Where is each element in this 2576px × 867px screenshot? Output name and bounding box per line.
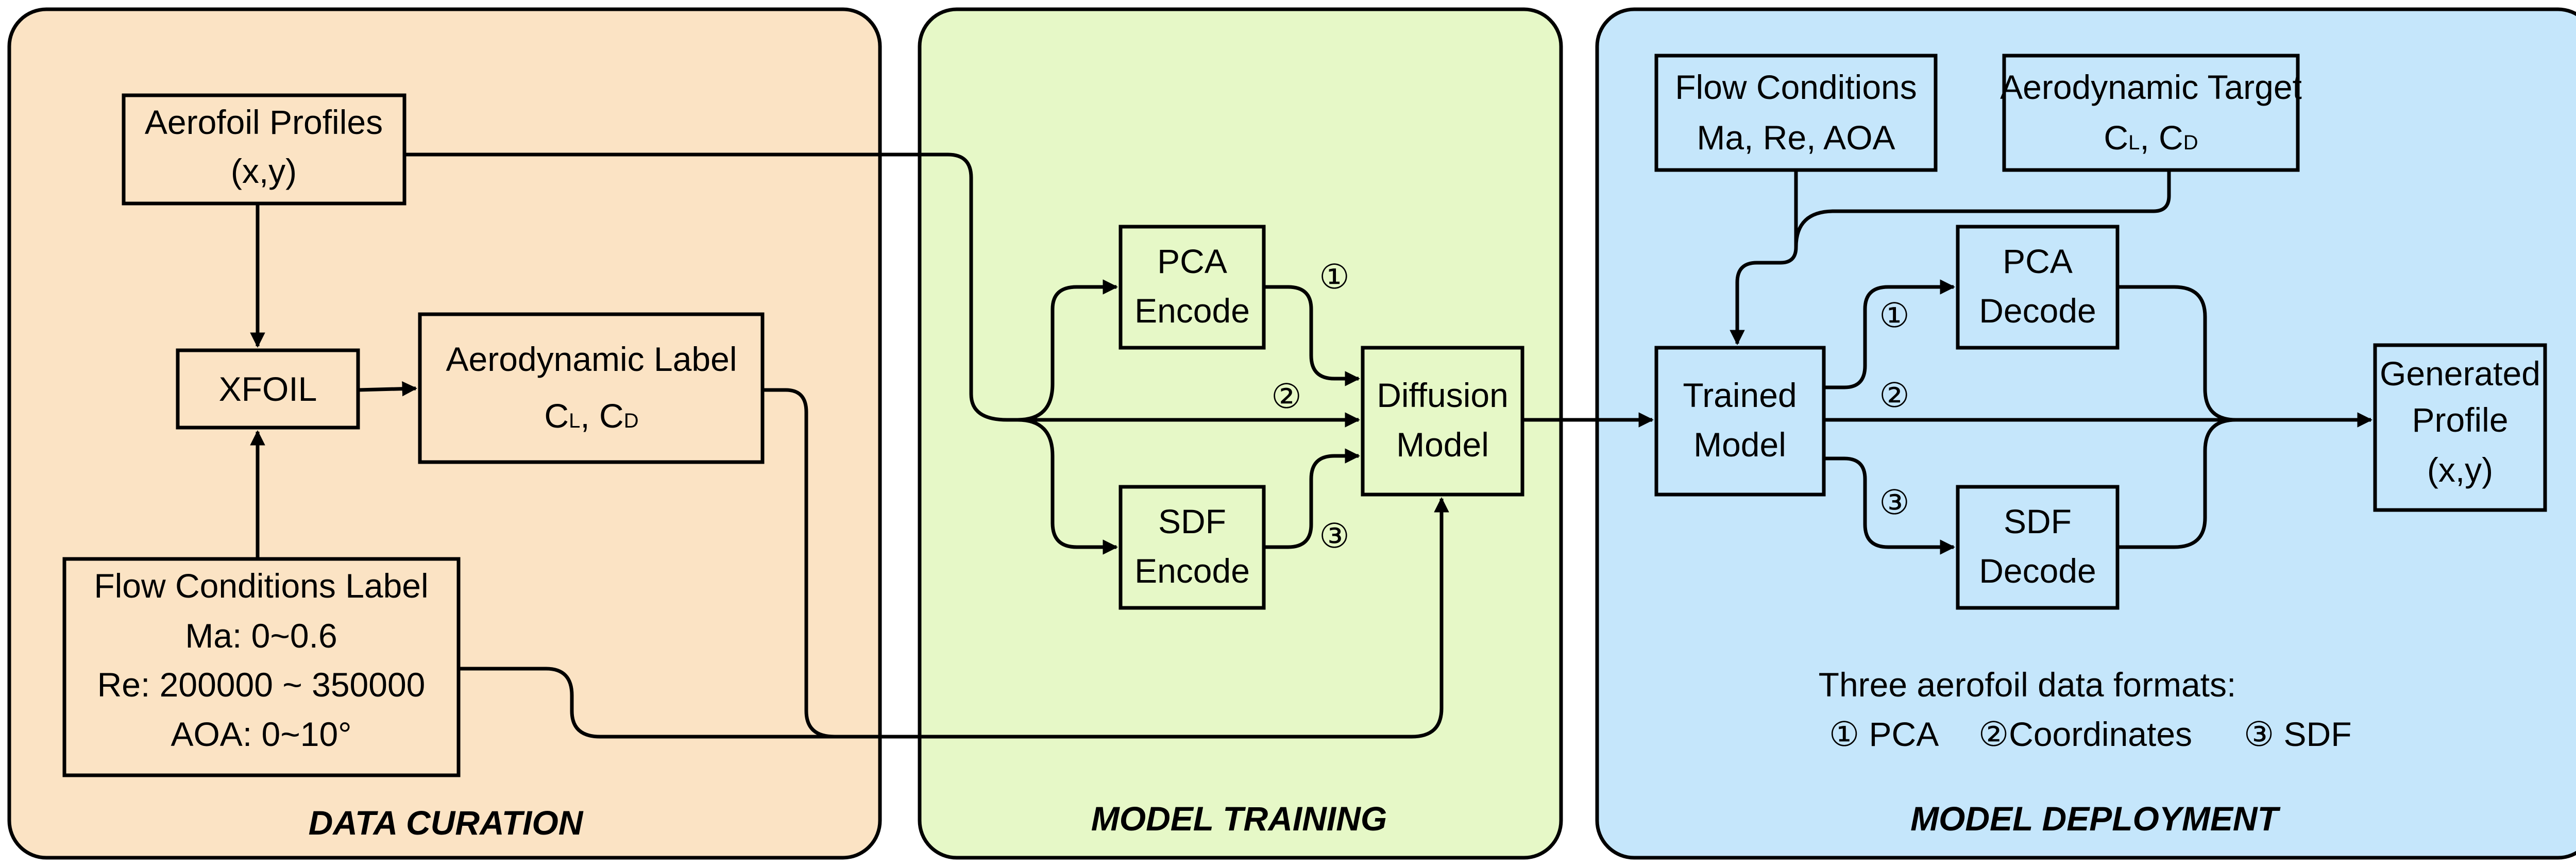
line-sdf-decode-to-output	[2117, 418, 2262, 549]
deployment-marker-3: ③	[1879, 483, 1909, 521]
arrow-labels-up-to-diffusion	[1411, 497, 1449, 739]
flow-conditions-label-title: Flow Conditions Label	[94, 567, 428, 605]
connectors	[250, 152, 2372, 739]
line-pca-decode-to-output	[2117, 285, 2262, 422]
sdf-encode-box: SDF Encode	[1118, 485, 1266, 610]
aerodynamic-target-title: Aerodynamic Target	[2000, 68, 2302, 106]
training-marker-1: ①	[1319, 258, 1349, 296]
format-sdf: ③ SDF	[2244, 715, 2352, 753]
sdf-encode-line1: SDF	[1158, 502, 1226, 540]
aerofoil-profiles-xy: (x,y)	[231, 152, 297, 190]
generated-profile-line1: Generated	[2380, 354, 2540, 393]
line-flow-conditions-down	[1757, 170, 1798, 265]
aerodynamic-target-coefficients: CL, CD	[2104, 118, 2198, 157]
aerofoil-profiles-box: Aerofoil Profiles (x,y)	[122, 93, 406, 206]
flow-conditions-label-box: Flow Conditions Label Ma: 0~0.6 Re: 2000…	[62, 557, 461, 777]
diffusion-model-line1: Diffusion	[1377, 376, 1509, 414]
sdf-decode-box: SDF Decode	[1956, 485, 2120, 610]
generated-profile-line2: Profile	[2412, 401, 2508, 439]
line-flow-label-to-diffusion	[459, 667, 835, 739]
flow-conditions-re: Re: 200000 ~ 350000	[97, 666, 426, 704]
flow-conditions-box: Flow Conditions Ma, Re, AOA	[1654, 54, 1938, 172]
arrow-trained-to-sdf-decode	[1824, 456, 1955, 555]
pca-encode-line1: PCA	[1157, 242, 1227, 280]
flow-conditions-ma: Ma: 0~0.6	[185, 617, 337, 655]
pca-encode-box: PCA Encode	[1118, 225, 1266, 350]
pca-decode-box: PCA Decode	[1956, 225, 2120, 350]
deployment-marker-1: ①	[1879, 296, 1909, 334]
deployment-marker-2: ②	[1879, 376, 1909, 414]
model-deployment-panel	[1595, 7, 2576, 860]
flow-conditions-title: Flow Conditions	[1675, 68, 1917, 106]
arrow-trained-to-pca-decode	[1824, 279, 1955, 389]
arrow-split-to-pca	[1017, 279, 1118, 422]
aerodynamic-label-coefficients: CL, CD	[544, 397, 638, 435]
format-coordinates: ②Coordinates	[1978, 715, 2192, 753]
arrow-sdf-encode-to-diffusion	[1264, 448, 1360, 549]
data-curation-panel	[7, 7, 882, 860]
arrow-split-to-sdf	[1017, 418, 1118, 555]
arrow-pca-encode-to-diffusion	[1264, 285, 1360, 386]
data-curation-title: DATA CURATION	[309, 804, 584, 842]
aerodynamic-label-title: Aerodynamic Label	[446, 340, 737, 378]
sdf-encode-line2: Encode	[1134, 552, 1250, 590]
generated-profile-line3: (x,y)	[2427, 451, 2493, 489]
training-marker-2: ②	[1271, 377, 1301, 415]
aerofoil-profiles-label: Aerofoil Profiles	[145, 103, 383, 141]
flow-conditions-aoa: AOA: 0~10°	[171, 715, 351, 753]
flow-conditions-params: Ma, Re, AOA	[1697, 118, 1895, 157]
line-profiles-to-training	[404, 152, 1018, 422]
format-pca: ① PCA	[1829, 715, 1939, 753]
pca-decode-line2: Decode	[1979, 292, 2096, 330]
model-deployment-title: MODEL DEPLOYMENT	[1910, 800, 2281, 838]
model-training-panel	[918, 7, 1563, 860]
model-training-title: MODEL TRAINING	[1091, 800, 1387, 838]
line-aero-target-down	[1794, 170, 2171, 248]
sdf-decode-line1: SDF	[2004, 502, 2072, 540]
generated-profile-box: Generated Profile (x,y)	[2373, 343, 2547, 512]
pca-decode-line1: PCA	[2003, 242, 2073, 280]
aerodynamic-label-box: Aerodynamic Label CL, CD	[418, 312, 765, 464]
trained-model-line1: Trained	[1683, 376, 1797, 414]
arrow-conditions-to-trained-model	[1730, 261, 1757, 345]
xfoil-label: XFOIL	[219, 370, 317, 408]
formats-title: Three aerofoil data formats:	[1819, 666, 2236, 704]
pca-encode-line2: Encode	[1134, 292, 1250, 330]
diffusion-model-line2: Model	[1396, 426, 1489, 464]
training-marker-3: ③	[1319, 517, 1349, 555]
trained-model-box: Trained Model	[1654, 346, 1826, 497]
aerodynamic-target-box: Aerodynamic Target CL, CD	[2000, 54, 2302, 172]
arrow-xfoil-to-aero-label	[358, 381, 417, 397]
sdf-decode-line2: Decode	[1979, 552, 2096, 590]
trained-model-line2: Model	[1693, 426, 1786, 464]
